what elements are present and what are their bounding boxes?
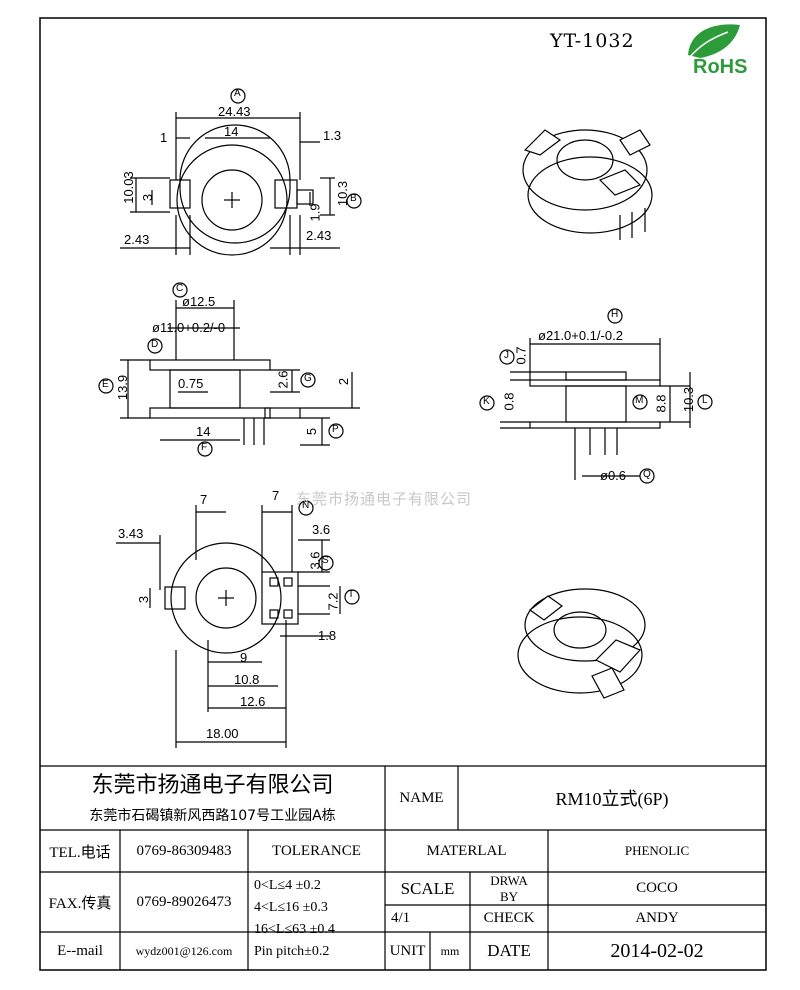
fax-value: 0769-89026473	[136, 893, 232, 910]
tolerance-range-2: 4<L≤16 ±0.3	[254, 900, 328, 915]
unit-label: UNIT	[389, 942, 426, 959]
marker-h: H	[611, 309, 619, 320]
marker-k: K	[483, 396, 490, 407]
email-label: E--mail	[57, 942, 103, 959]
dim-top-overall: 24.43	[218, 104, 251, 119]
dim-side-diameter-outer: ø12.5	[182, 294, 216, 309]
dim-side-upper-gap: 2.6	[275, 370, 291, 389]
dim-side-flange: 2	[336, 377, 352, 386]
material-value: PHENOLIC	[624, 843, 690, 858]
marker-b: B	[350, 193, 357, 204]
dim-side2-total-height: 10.3	[681, 386, 697, 413]
dim-bottom-72: 7.2	[325, 592, 341, 611]
dim-side-height: 13.9	[115, 374, 131, 401]
isometric-view-bottom	[517, 588, 646, 699]
marker-q: Q	[643, 469, 651, 480]
title-block-grid	[40, 765, 766, 970]
top-view-drawing	[120, 88, 362, 256]
dim-top-slot-right: 1.9	[307, 203, 323, 222]
drwa-label: DRWA	[490, 872, 528, 888]
scale-label: SCALE	[400, 878, 455, 898]
tolerance-range-1: 0<L≤4 ±0.2	[254, 878, 321, 893]
marker-p: P	[332, 424, 339, 435]
side-view-2-drawing	[479, 308, 713, 484]
dim-top-bottom-right: 2.43	[306, 228, 332, 243]
dim-top-bottom-left: 2.43	[124, 232, 150, 247]
isometric-view-top	[522, 129, 653, 240]
marker-n: N	[302, 500, 310, 511]
marker-g: G	[304, 373, 312, 384]
name-value: RM10立式(6P)	[555, 789, 669, 809]
marker-j: J	[504, 350, 509, 361]
unit-value: mm	[440, 943, 460, 958]
marker-d: D	[151, 339, 159, 350]
side-view-drawing	[98, 282, 360, 457]
tolerance-range-3: 16<L≤63 ±0.4	[254, 922, 335, 937]
tolerance-pin-pitch: Pin pitch±0.2	[254, 944, 330, 959]
name-label: NAME	[399, 789, 444, 806]
dim-top-height-left: 10.03	[120, 171, 136, 204]
company-name: 东莞市扬通电子有限公司	[91, 773, 334, 798]
dim-bottom-slot: 3	[136, 595, 152, 604]
dim-bottom-9: 9	[240, 650, 248, 665]
scale-value: 4/1	[391, 910, 411, 926]
marker-s: S	[322, 555, 329, 566]
marker-c: C	[176, 283, 184, 294]
marker-e: E	[102, 379, 109, 390]
by-label: BY	[499, 888, 519, 904]
checked-by-value: ANDY	[635, 910, 679, 926]
dim-side2-diameter: ø21.0+0.1/-0.2	[538, 328, 623, 343]
dim-bottom-343: 3.43	[118, 526, 144, 541]
dim-top-right-offset: 1.3	[323, 128, 342, 143]
dim-side-wall: 0.75	[178, 376, 204, 391]
rohs-label: RoHS	[693, 56, 748, 78]
tel-value: 0769-86309483	[136, 842, 232, 859]
date-label: DATE	[487, 941, 531, 960]
marker-m: M	[635, 395, 644, 406]
check-label: CHECK	[483, 910, 535, 926]
dim-side-diameter-inner: ø11.0+0.2/-0	[152, 320, 226, 335]
dim-top-left-offset: 1	[160, 130, 168, 145]
marker-f: F	[201, 442, 208, 453]
dim-side2-bottom: 0.8	[501, 392, 517, 411]
company-address: 东莞市石碣镇新风西路107号工业园A栋	[89, 808, 336, 824]
dim-side-base-width: 14	[196, 424, 211, 439]
dim-bottom-left-7: 7	[200, 492, 208, 507]
rohs-leaf-icon	[688, 24, 740, 58]
material-label: MATERLAL	[426, 842, 507, 859]
dim-bottom-right-7: 7	[272, 488, 280, 503]
tolerance-label: TOLERANCE	[272, 842, 361, 859]
dim-top-height-right: 10.3	[335, 180, 351, 207]
dim-bottom-1800: 18.00	[206, 726, 239, 741]
dim-bottom-36-h: 3.6	[312, 522, 331, 537]
bottom-view-drawing	[116, 500, 360, 748]
dim-bottom-126: 12.6	[240, 694, 266, 709]
part-number: YT-1032	[550, 30, 635, 52]
dim-side-pin-length: 5	[304, 427, 320, 436]
dim-side2-pin-diameter: ø0.6	[600, 468, 627, 483]
tel-label: TEL.电话	[49, 844, 111, 861]
sheet-border	[39, 17, 767, 971]
watermark: 东莞市扬通电子有限公司	[296, 490, 473, 508]
fax-label: FAX.传真	[48, 895, 112, 912]
marker-t: T	[348, 589, 355, 600]
marker-a: A	[234, 88, 241, 99]
email-value: wydz001@126.com	[135, 943, 233, 958]
dim-bottom-18: 1.8	[318, 628, 337, 643]
marker-l: L	[702, 395, 708, 406]
dim-side2-inner-height: 8.8	[653, 394, 669, 413]
drawn-by-value: COCO	[636, 880, 678, 896]
dim-side2-top: 0.7	[513, 346, 529, 365]
date-value: 2014-02-02	[610, 939, 704, 962]
dim-top-slot-left: 3	[140, 193, 156, 202]
dim-bottom-108: 10.8	[234, 672, 260, 687]
dim-bottom-36-v: 3.6	[307, 551, 323, 570]
dim-top-inner: 14	[224, 124, 239, 139]
